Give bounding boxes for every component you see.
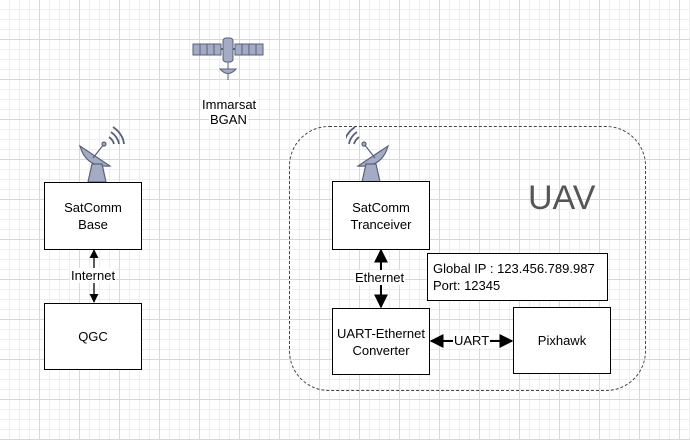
satcomm-base-node: SatComm Base bbox=[44, 182, 142, 250]
satellite-icon bbox=[192, 37, 264, 80]
satellite-dish-icon bbox=[78, 126, 125, 182]
satellite-name-line1: Immarsat bbox=[201, 97, 258, 112]
internet-label: Internet bbox=[70, 268, 117, 283]
pixhawk-label: Pixhawk bbox=[537, 333, 587, 348]
pixhawk-node: Pixhawk bbox=[513, 307, 611, 374]
uav-boundary bbox=[289, 126, 646, 391]
uart-ethernet-line2: Converter bbox=[352, 342, 410, 358]
ethernet-label: Ethernet bbox=[354, 270, 406, 285]
uart-ethernet-line1: UART-Ethernet bbox=[337, 325, 425, 341]
global-ip-text: Global IP : 123.456.789.987 bbox=[433, 261, 595, 276]
satcomm-tranceiver-line1: SatComm bbox=[352, 199, 410, 215]
satellite-name-line2: BGAN bbox=[209, 112, 248, 127]
satcomm-base-line2: Base bbox=[78, 217, 108, 232]
satellite-dish-icon bbox=[346, 126, 390, 182]
network-info-box: Global IP : 123.456.789.987 Port: 12345 bbox=[427, 253, 608, 301]
qgc-label: QGC bbox=[78, 329, 108, 344]
qgc-node: QGC bbox=[44, 303, 142, 370]
uav-label: UAV bbox=[528, 179, 596, 217]
port-text: Port: 12345 bbox=[433, 278, 501, 293]
satcomm-base-line1: SatComm bbox=[64, 200, 122, 215]
satcomm-tranceiver-node: SatComm Tranceiver bbox=[332, 181, 430, 250]
satcomm-tranceiver-line2: Tranceiver bbox=[350, 216, 412, 232]
uart-label: UART bbox=[453, 333, 491, 348]
uart-ethernet-converter-node: UART-Ethernet Converter bbox=[332, 308, 430, 375]
